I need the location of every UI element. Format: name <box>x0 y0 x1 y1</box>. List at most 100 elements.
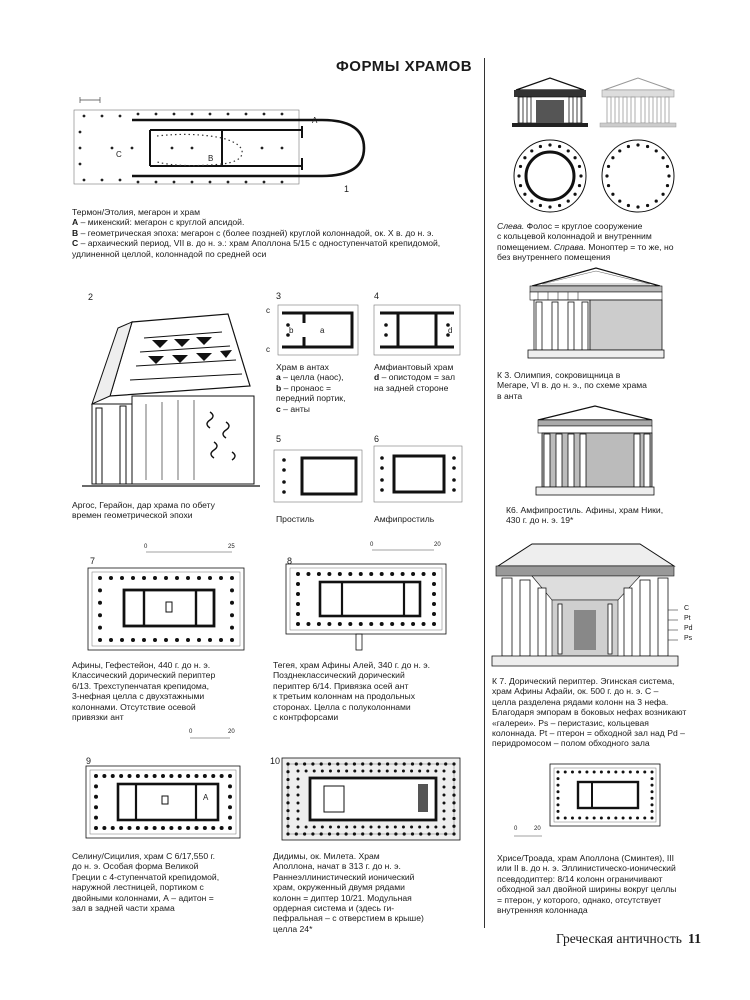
column-dot <box>523 192 527 196</box>
column-dot <box>142 638 146 642</box>
column-dot <box>327 572 332 576</box>
column-dot <box>316 572 321 576</box>
column-dot <box>379 572 384 576</box>
column-dot <box>530 149 534 153</box>
page-footer: Греческая античность 11 <box>556 931 701 948</box>
column-dot <box>94 805 98 810</box>
column-dot <box>296 777 300 781</box>
column-dot <box>135 774 140 778</box>
column-dot <box>628 770 632 774</box>
column-dot <box>311 832 315 836</box>
column-dot <box>230 600 234 605</box>
column-dot <box>328 825 332 829</box>
column-dot <box>435 762 439 766</box>
tholos-caption-right: Справа. <box>553 241 586 252</box>
column-dot <box>228 784 232 789</box>
column-dot <box>585 816 589 820</box>
fig3-label-b: b <box>289 326 294 335</box>
fig8-caption: Тегея, храм Афины Алей, 340 г. до н. э. … <box>273 660 473 722</box>
column-dot <box>102 774 107 778</box>
footer-section-title: Греческая античность <box>556 931 682 946</box>
k7-caption-l2: храм Афины Афайи, ок. 500 г. до н. э. С … <box>492 686 659 697</box>
fig3-caption-l1: Храм в антах <box>276 362 329 372</box>
column-dot <box>427 762 431 766</box>
column-dot <box>442 825 446 829</box>
fig3-caption-c: – анты <box>280 403 310 414</box>
column-dot <box>186 638 190 642</box>
column-dot <box>228 805 232 810</box>
column-dot <box>94 815 98 820</box>
k7-label-ps: Ps <box>684 635 693 642</box>
k6-caption-l1: К6. Амфипростиль. Афины, храм Ники, <box>506 505 664 515</box>
fig2-caption: Аргос, Герайон, дар храма по обету време… <box>72 500 272 521</box>
k7-label-pd: Pd <box>684 625 693 632</box>
fig4-caption-l3: на задней стороне <box>374 382 449 393</box>
column-dot <box>369 622 374 626</box>
column-dot <box>614 770 618 774</box>
column-dot <box>592 770 596 774</box>
fig8-scale-20: 20 <box>434 542 441 548</box>
column-dot <box>386 762 390 766</box>
column-dot <box>119 774 124 778</box>
column-dot <box>607 770 611 774</box>
fig9-number: 9 <box>86 756 92 766</box>
column-dot <box>369 825 373 829</box>
fig10-caption-l3: Раннеэллинистический ионический <box>273 871 415 882</box>
fig11-caption-l3: псевдодиптер: 8/14 колонн ограничивают <box>497 873 663 884</box>
column-dot <box>337 769 341 773</box>
k6-nike-temple-drawing <box>535 405 655 496</box>
column-dot <box>419 832 423 836</box>
fig4-label-d: d <box>448 326 453 335</box>
column-dot <box>579 174 583 178</box>
column-dot <box>312 825 316 829</box>
column-dot <box>650 790 654 794</box>
k6-caption: К6. Амфипростиль. Афины, храм Ники, 430 … <box>506 505 706 526</box>
column-dot <box>328 769 332 773</box>
column-dot <box>319 762 323 766</box>
fig1-key-c: C <box>72 238 79 249</box>
fig9-caption-l3: Греции с 4-ступенчатой крепидомой, <box>72 871 220 882</box>
column-dot <box>578 816 582 820</box>
column-dot <box>286 793 290 797</box>
fig3-label-c2: c <box>266 345 270 354</box>
column-dot <box>369 832 373 836</box>
page-number: 11 <box>687 932 702 947</box>
column-dot <box>432 602 436 606</box>
column-dot <box>109 576 113 580</box>
column-dot <box>127 826 132 830</box>
fig11-caption-l5: = птерон, у которого, однако, отсутствуе… <box>497 894 662 905</box>
k3-treasury-drawing <box>527 267 665 359</box>
fig7-caption-l6: привязки ант <box>72 712 124 723</box>
column-dot <box>432 572 436 576</box>
fig9-caption-l6: зал в задней части храма <box>72 903 175 914</box>
column-dot <box>320 825 324 829</box>
column-dot <box>194 826 199 830</box>
k7-caption-l5: «галереи». Ps – перистазис, кольцевая <box>492 717 649 728</box>
column-dot <box>577 164 582 169</box>
column-dot <box>230 613 234 618</box>
tholos-caption-l2: с кольцевой колоннадой и внутренним <box>497 231 652 242</box>
column-dot <box>618 149 622 153</box>
fig11-scale-20: 20 <box>534 826 541 832</box>
column-dot <box>169 826 174 830</box>
column-dot <box>344 832 348 836</box>
fig8-scale-0: 0 <box>370 542 374 548</box>
column-dot <box>452 816 456 821</box>
column-dot <box>228 826 232 830</box>
column-dot <box>452 762 456 766</box>
tholos-caption: Слева. Фолос = круглое сооружение с коль… <box>497 221 697 263</box>
fig3-caption-a: – целла (наос), <box>280 372 344 383</box>
column-dot <box>120 638 124 642</box>
column-dot <box>110 826 115 830</box>
column-dot <box>556 796 560 800</box>
column-dot <box>296 793 300 797</box>
column-dot <box>164 638 168 642</box>
fig1-label-b: B <box>208 154 214 163</box>
column-dot <box>102 826 107 830</box>
column-dot <box>211 826 216 830</box>
fig8-caption-l2: Позднеклассический дорический <box>273 670 405 681</box>
column-dot <box>98 638 102 642</box>
fig10-caption: Дидимы, ок. Милета. Храм Аполлона, начат… <box>273 851 483 934</box>
k3-caption-l3: в анта <box>497 390 523 401</box>
